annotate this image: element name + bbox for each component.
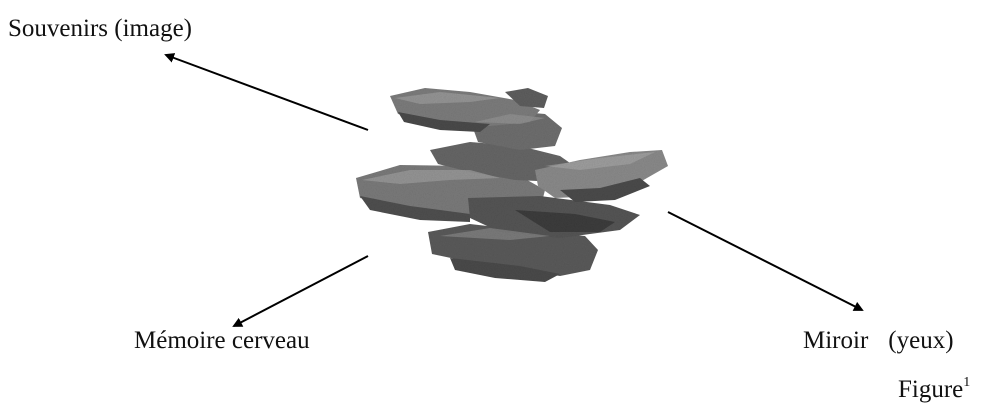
memoire-label: Mémoire cerveau	[134, 328, 310, 353]
arrow-to-miroir	[668, 212, 862, 310]
miroir-word: Miroir	[803, 327, 868, 354]
souvenirs-label: Souvenirs (image)	[8, 16, 192, 41]
figure-footnote-mark: 1	[963, 375, 970, 390]
arrow-to-souvenirs	[166, 55, 368, 130]
rock-pile-image	[356, 88, 668, 282]
miroir-label: Miroir (yeux)	[803, 328, 954, 353]
miroir-paren: (yeux)	[888, 327, 953, 354]
figure-word: Figure	[898, 376, 963, 403]
arrow-to-memoire	[234, 256, 368, 326]
figure-caption: Figure1	[898, 377, 970, 402]
